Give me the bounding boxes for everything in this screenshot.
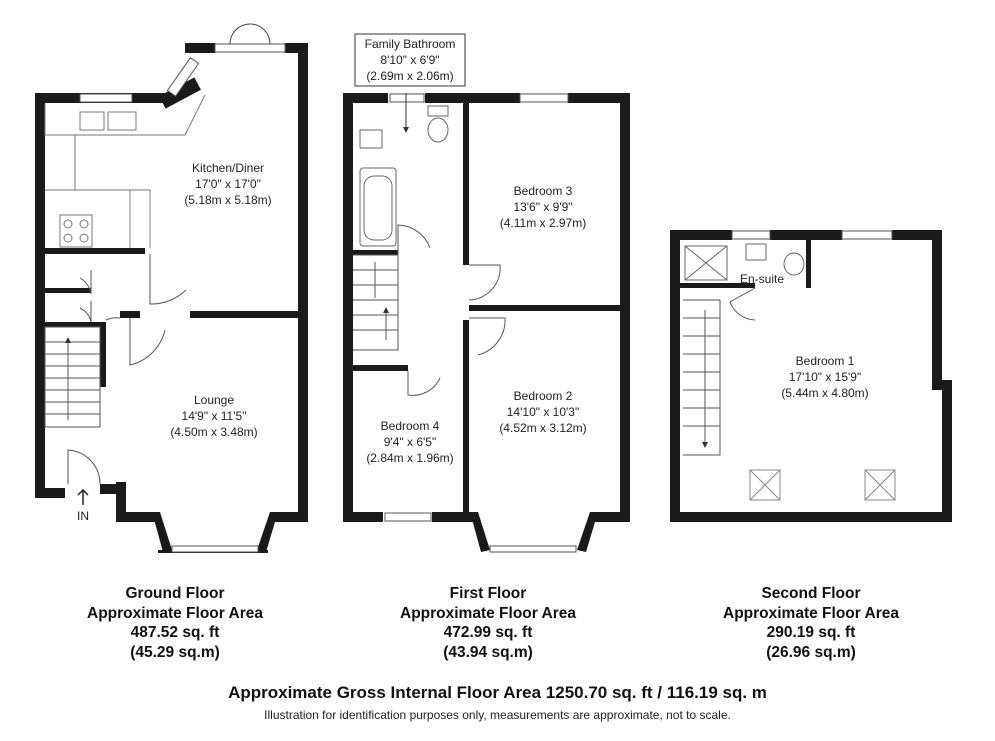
room-label-lounge: Lounge 14'9" x 11'5" (4.50m x 3.48m) [170, 393, 257, 439]
second-floor-plan: En-suite Bedroom 1 17'10" x 15'9" (5.44m… [670, 230, 952, 522]
floor-name: Second Floor [761, 585, 861, 602]
shower-icon [684, 245, 728, 281]
floor-sqft: 290.19 sq. ft [766, 624, 856, 641]
kitchen-name: Kitchen/Diner [192, 161, 264, 175]
room-label-bedroom2: Bedroom 2 14'10" x 10'3" (4.52m x 3.12m) [499, 389, 586, 435]
second-floor-stairs [683, 299, 721, 456]
first-floor-doors [397, 224, 506, 396]
floor-name: First Floor [449, 585, 527, 602]
floor-sqm: (26.96 sq.m) [766, 643, 856, 661]
first-floor-walls [343, 93, 630, 552]
family-bathroom-metric: (2.69m x 2.06m) [366, 69, 453, 83]
ensuite-fixtures [684, 243, 805, 281]
floor-caption: Approximate Floor Area [723, 604, 899, 622]
first-floor-summary: First Floor Approximate Floor Area 472.9… [372, 584, 604, 662]
entrance-label: IN [77, 509, 89, 523]
toilet-icon [427, 117, 449, 143]
second-floor-walls [670, 230, 952, 522]
bedroom4-metric: (2.84m x 1.96m) [366, 451, 453, 465]
room-label-bedroom1: Bedroom 1 17'10" x 15'9" (5.44m x 4.80m) [781, 354, 868, 400]
bathroom-fixtures [359, 105, 449, 247]
disclaimer: Illustration for identification purposes… [264, 708, 731, 722]
first-floor-stairs [353, 254, 399, 351]
floor-sqft: 472.99 sq. ft [443, 624, 533, 641]
ground-floor-walls [35, 43, 308, 553]
bath-icon [359, 167, 397, 247]
bedroom4-imperial: 9'4" x 6'5" [384, 435, 436, 449]
first-floor-windows [384, 93, 577, 553]
label-family-bathroom: Family Bathroom 8'10" x 6'9" (2.69m x 2.… [354, 33, 466, 87]
lounge-metric: (4.50m x 3.48m) [170, 425, 257, 439]
second-floor-summary: Second Floor Approximate Floor Area 290.… [697, 584, 925, 662]
room-label-bedroom4: Bedroom 4 9'4" x 6'5" (2.84m x 1.96m) [366, 419, 453, 465]
floor-sqft: 487.52 sq. ft [130, 624, 220, 641]
french-door-arc [229, 23, 271, 45]
lounge-imperial: 14'9" x 11'5" [182, 409, 247, 423]
bedroom4-name: Bedroom 4 [381, 419, 440, 433]
ground-floor-doors [67, 254, 187, 485]
skylights [749, 469, 896, 501]
bedroom2-name: Bedroom 2 [514, 389, 573, 403]
bedroom2-metric: (4.52m x 3.12m) [499, 421, 586, 435]
family-bathroom-imperial: 8'10" x 6'9" [380, 53, 439, 67]
ground-floor-summary: Ground Floor Approximate Floor Area 487.… [60, 584, 290, 662]
bedroom2-imperial: 14'10" x 10'3" [507, 405, 580, 419]
room-label-bedroom3: Bedroom 3 13'6" x 9'9" (4.11m x 2.97m) [500, 184, 586, 230]
sink-basin-icon [107, 111, 137, 131]
gross-internal-area: Approximate Gross Internal Floor Area 12… [228, 683, 767, 702]
floor-caption: Approximate Floor Area [400, 604, 576, 622]
floor-sqm: (43.94 sq.m) [443, 643, 533, 661]
room-label-kitchen: Kitchen/Diner 17'0" x 17'0" (5.18m x 5.1… [184, 161, 271, 207]
bedroom1-name: Bedroom 1 [796, 354, 855, 368]
kitchen-imperial: 17'0" x 17'0" [195, 177, 261, 191]
floor-caption: Approximate Floor Area [87, 604, 263, 622]
floor-name: Ground Floor [125, 585, 225, 602]
bedroom1-metric: (5.44m x 4.80m) [781, 386, 868, 400]
ensuite-door [729, 287, 756, 321]
ground-floor-plan: IN Kitchen/Diner 17'0" x 17'0" (5.18m x … [35, 23, 308, 553]
second-floor-windows [731, 230, 893, 240]
ensuite-basin-icon [745, 243, 767, 261]
bedroom3-name: Bedroom 3 [514, 184, 573, 198]
family-bathroom-name: Family Bathroom [365, 37, 456, 51]
ground-floor-stairs [44, 326, 101, 428]
entrance-marker: IN [77, 488, 89, 523]
floor-sqm: (45.29 sq.m) [130, 643, 220, 661]
lounge-name: Lounge [194, 393, 234, 407]
ensuite-name: En-suite [740, 272, 784, 286]
hob-icon [59, 214, 93, 248]
basin-icon [359, 129, 383, 149]
bedroom3-metric: (4.11m x 2.97m) [500, 216, 586, 230]
bedroom3-imperial: 13'6" x 9'9" [513, 200, 572, 214]
kitchen-metric: (5.18m x 5.18m) [184, 193, 271, 207]
ground-floor-windows [79, 43, 286, 553]
first-floor-plan: Family Bathroom 8'10" x 6'9" (2.69m x 2.… [343, 33, 630, 553]
sink-icon [79, 111, 105, 131]
kitchen-worktop [44, 94, 206, 248]
ensuite-toilet-icon [783, 252, 805, 276]
bedroom1-imperial: 17'10" x 15'9" [789, 370, 862, 384]
